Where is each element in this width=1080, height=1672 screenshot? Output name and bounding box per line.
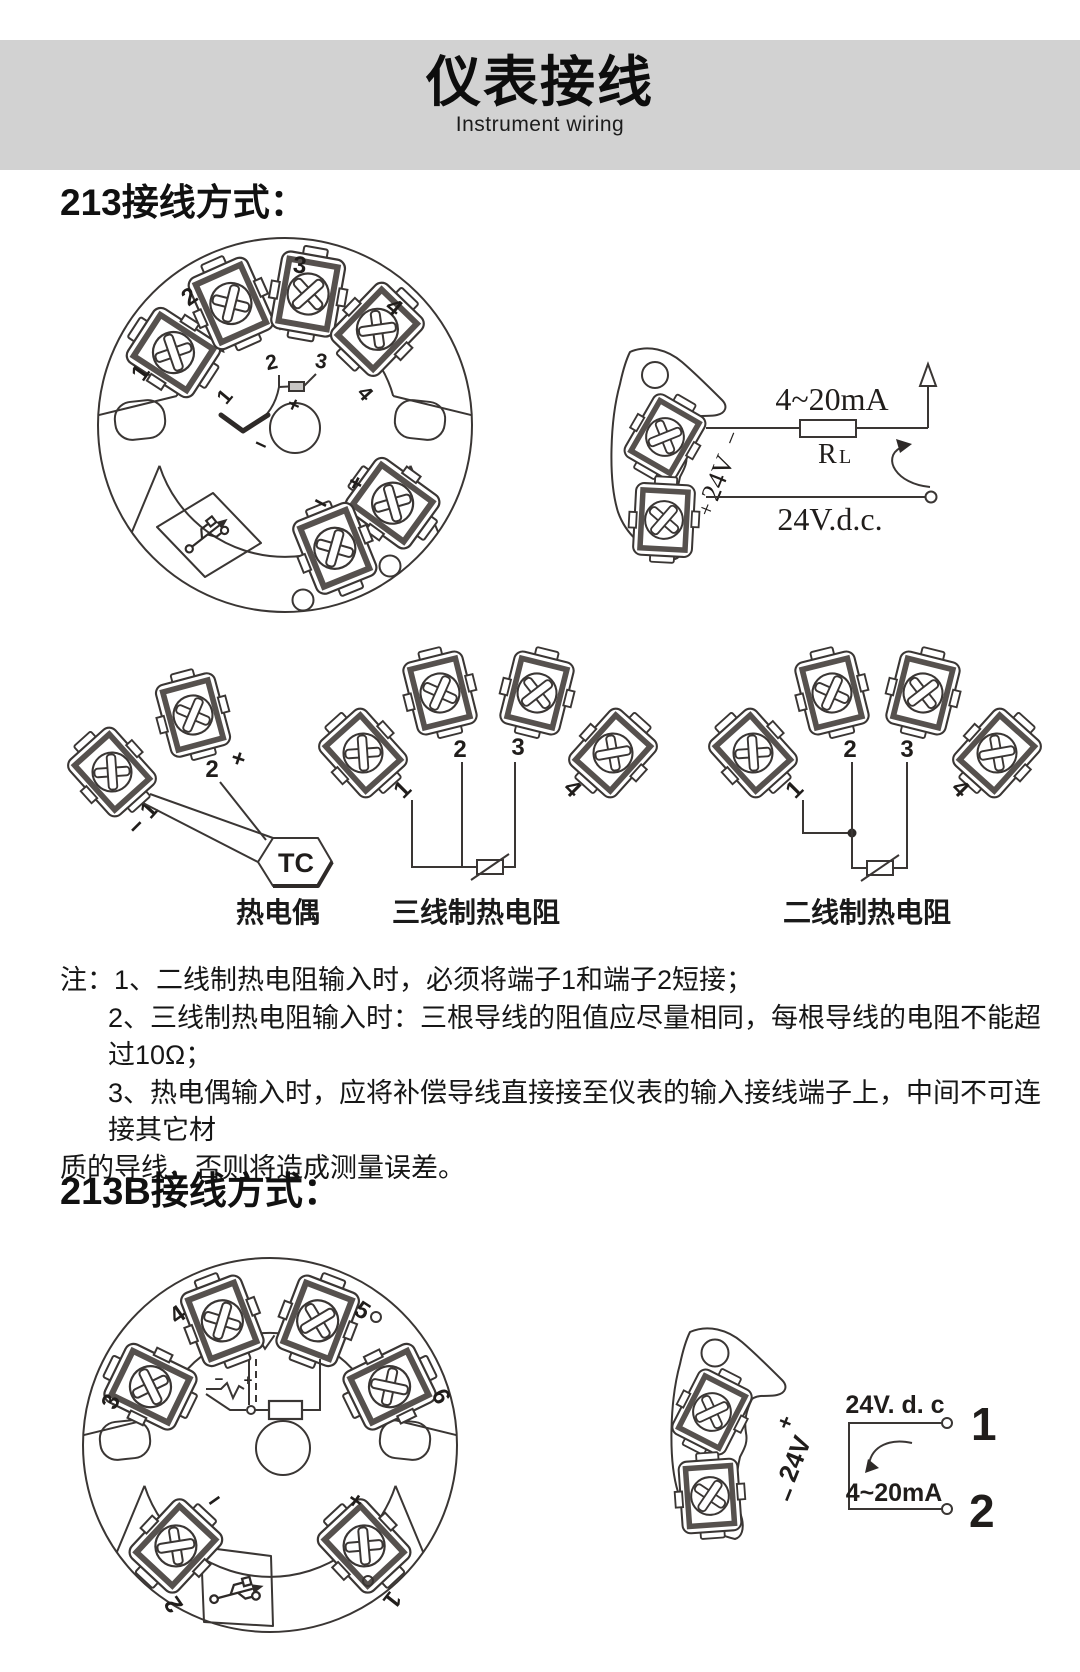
- cold-junction-resistor: [288, 381, 305, 392]
- terminal-label: 1: [377, 1586, 407, 1613]
- rail-label: 24V: [772, 1431, 817, 1486]
- tc-tag: TC: [278, 848, 314, 878]
- rail-minus: −: [718, 427, 747, 449]
- diagram-213-terminal-head: 1 2 3 4 1 2 3 4 + − + −: [97, 237, 473, 613]
- terminal-label: 2: [159, 1591, 189, 1617]
- diagram-sensor-wiring-row: 1 − 2 + TC 1 2 3 4: [30, 610, 1050, 888]
- partial-head-outline: [610, 347, 727, 560]
- page-subtitle: Instrument wiring: [455, 113, 625, 136]
- component-box: [267, 1399, 304, 1421]
- current-direction-arrow: [868, 1440, 913, 1465]
- current-range-label: 4~20mA: [846, 1479, 943, 1507]
- load-label-r: R: [818, 439, 837, 470]
- terminal-label: 4: [558, 774, 587, 803]
- rtd3-wires: [411, 762, 516, 881]
- load-resistor: [799, 419, 857, 438]
- usb-icon: [178, 508, 236, 561]
- diagram-213b-power-circuit: + 24V − 24V. d. c 4~20mA 1 2: [600, 1327, 997, 1560]
- note-line-3: 3、热电偶输入时，应将补偿导线直接接至仪表的输入接线端子上，中间不可连接其它材: [108, 1077, 1042, 1146]
- screw-terminal: [672, 1450, 748, 1540]
- rtd2-diagram: 1 2 3 4: [696, 641, 1050, 882]
- partial-head-outline: [670, 1327, 787, 1540]
- terminal-label: 2: [205, 756, 218, 783]
- screw-terminal: [147, 663, 240, 767]
- screw-terminal: [627, 475, 701, 564]
- usb-icon: [206, 1572, 268, 1613]
- note-line-1: 注：1、二线制热电阻输入时，必须将端子1和端子2短接；: [60, 965, 754, 995]
- tc-diagram: 1 − 2 + TC: [55, 663, 334, 888]
- diagram-213-power-circuit: 24V − + 4~20mA R L 24V.d.c.: [610, 347, 938, 570]
- terminal-label: 2: [843, 736, 856, 763]
- note-line-4: 质的导线，否则将造成测量误差。: [60, 1152, 465, 1183]
- polarity-minus: −: [250, 432, 271, 458]
- terminal-label: 1: [780, 775, 809, 804]
- caption-tc: 热电偶: [235, 897, 320, 928]
- terminal-label: 3: [900, 736, 913, 763]
- loop-circuit: [706, 361, 938, 504]
- head-outline: [97, 237, 473, 613]
- section-213-heading: 213接线方式：: [60, 182, 307, 223]
- head-outline: [82, 1257, 458, 1633]
- polarity-plus: +: [283, 392, 304, 418]
- rail-minus: −: [774, 1484, 804, 1507]
- screw-terminal: [786, 641, 877, 744]
- arrowhead-icon: [896, 439, 912, 453]
- terminal-label: 3: [511, 734, 524, 761]
- arrowhead-icon: [865, 1459, 879, 1473]
- terminal-label: 2: [969, 1485, 995, 1537]
- screw-terminal: [394, 641, 485, 744]
- supply-node: [924, 490, 938, 504]
- terminal-label: 4: [352, 382, 377, 406]
- caption-rtd3: 三线制热电阻: [391, 897, 560, 928]
- load-label-sub: L: [839, 446, 851, 468]
- terminal-label: 3: [313, 349, 329, 374]
- screw-terminal: [614, 382, 717, 491]
- index-hole: [362, 1575, 374, 1587]
- rail-plus: +: [771, 1412, 799, 1433]
- terminal-label: 2: [264, 350, 280, 375]
- caption-rtd2: 二线制热电阻: [782, 897, 951, 928]
- polarity-plus: +: [227, 744, 249, 774]
- terminal-label: 1: [212, 385, 237, 409]
- terminal-label: 2: [453, 736, 466, 763]
- supply-label: 24V. d. c: [845, 1391, 944, 1419]
- head-213b-input-wiring: − +: [205, 1359, 321, 1421]
- notes-block: 注：1、二线制热电阻输入时，必须将端子1和端子2短接； 2、三线制热电阻输入时：…: [60, 962, 1050, 1187]
- page-title: 仪表接线: [425, 51, 654, 113]
- loop-circuit: [848, 1417, 953, 1515]
- section-213b-heading: 213B接线方式：: [60, 1171, 341, 1213]
- arrow-up-icon: [918, 361, 938, 387]
- header-band: 仪表接线 Instrument wiring: [0, 40, 1080, 170]
- terminal-label: 3: [292, 251, 308, 279]
- note-line-2: 2、三线制热电阻输入时：三根导线的阻值应尽量相同，每根导线的电阻不能超过10Ω；: [108, 1002, 1042, 1071]
- terminal-label: 1: [388, 775, 417, 804]
- junction-node: [246, 1405, 256, 1415]
- supply-label: 24V.d.c.: [777, 501, 882, 537]
- polarity-minus: −: [215, 1371, 224, 1388]
- rtd3-diagram: 1 2 3 4: [306, 641, 669, 881]
- screw-terminal: [491, 641, 582, 744]
- current-direction-arrow: [891, 447, 931, 488]
- current-range-label: 4~20mA: [775, 381, 888, 417]
- index-hole: [370, 1311, 382, 1323]
- screw-terminal: [877, 641, 968, 744]
- screw-terminal: [305, 1486, 424, 1606]
- diagram-213b-terminal-head: 3 4 5 6 2 1 + − − +: [82, 1257, 458, 1633]
- rtd2-wires: [802, 762, 908, 882]
- terminal-label: 1: [971, 1398, 997, 1450]
